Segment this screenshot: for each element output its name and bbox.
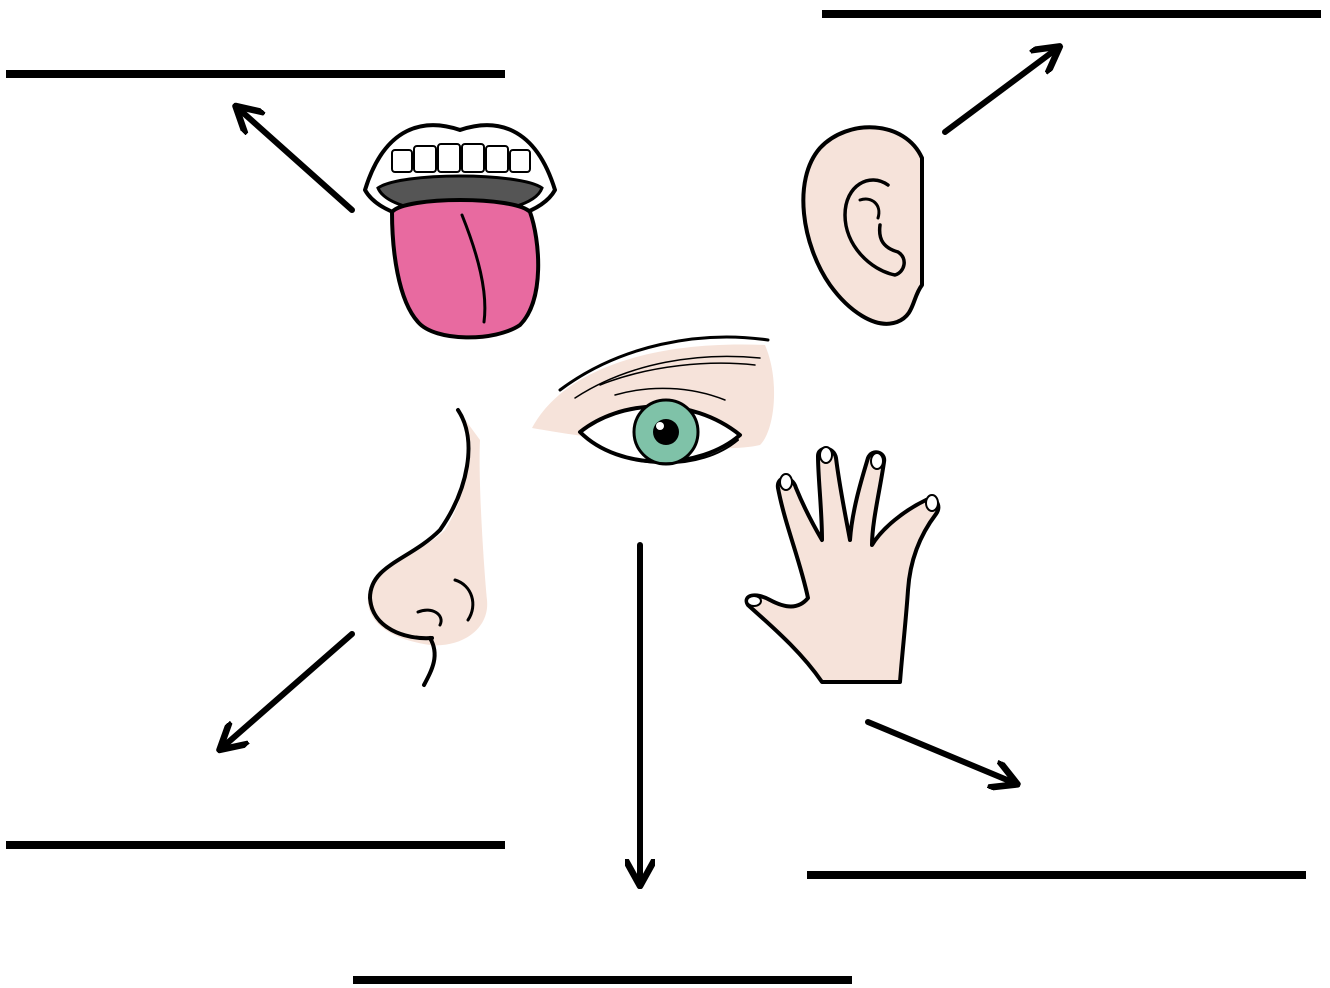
answer-blank-hearing[interactable] <box>822 10 1321 18</box>
arrow-icon <box>865 719 1012 782</box>
answer-blank-smell[interactable] <box>6 841 505 849</box>
ear-icon <box>801 125 924 326</box>
arrow-icon <box>240 110 355 213</box>
answer-blank-sight[interactable] <box>353 976 852 984</box>
arrow-icon <box>942 50 1055 135</box>
arrow-icon <box>224 631 355 746</box>
nose-icon <box>367 408 488 687</box>
eye-icon <box>532 335 775 466</box>
answer-blank-taste[interactable] <box>6 70 505 78</box>
tongue-icon <box>363 123 557 340</box>
hand-icon <box>744 446 941 684</box>
answer-blank-touch[interactable] <box>807 871 1306 879</box>
